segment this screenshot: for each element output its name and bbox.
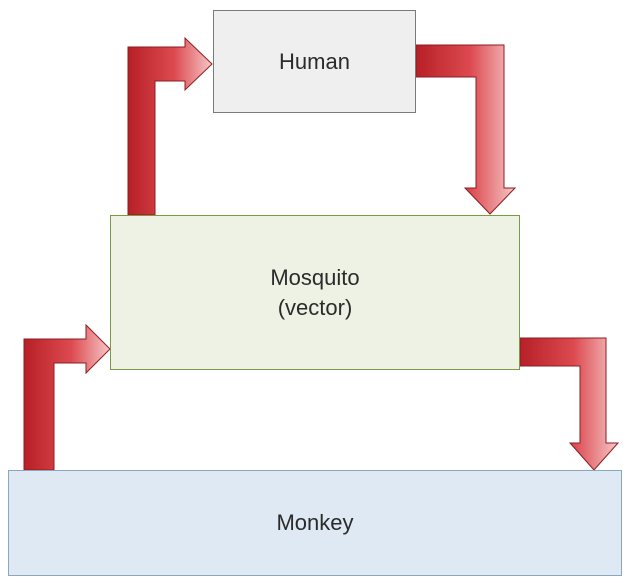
arrow-mosquito-to-human — [127, 36, 213, 216]
node-mosquito-label: Mosquito — [270, 264, 360, 290]
node-mosquito: Mosquito (vector) — [110, 215, 520, 370]
node-monkey: Monkey — [8, 470, 622, 576]
node-human-label: Human — [279, 48, 350, 74]
node-human: Human — [213, 10, 416, 113]
arrow-human-to-mosquito — [415, 44, 517, 215]
arrow-mosquito-to-monkey — [519, 337, 620, 471]
node-monkey-label: Monkey — [276, 510, 354, 535]
arrow-monkey-to-mosquito — [23, 323, 111, 471]
node-mosquito-sublabel: (vector) — [277, 294, 353, 320]
